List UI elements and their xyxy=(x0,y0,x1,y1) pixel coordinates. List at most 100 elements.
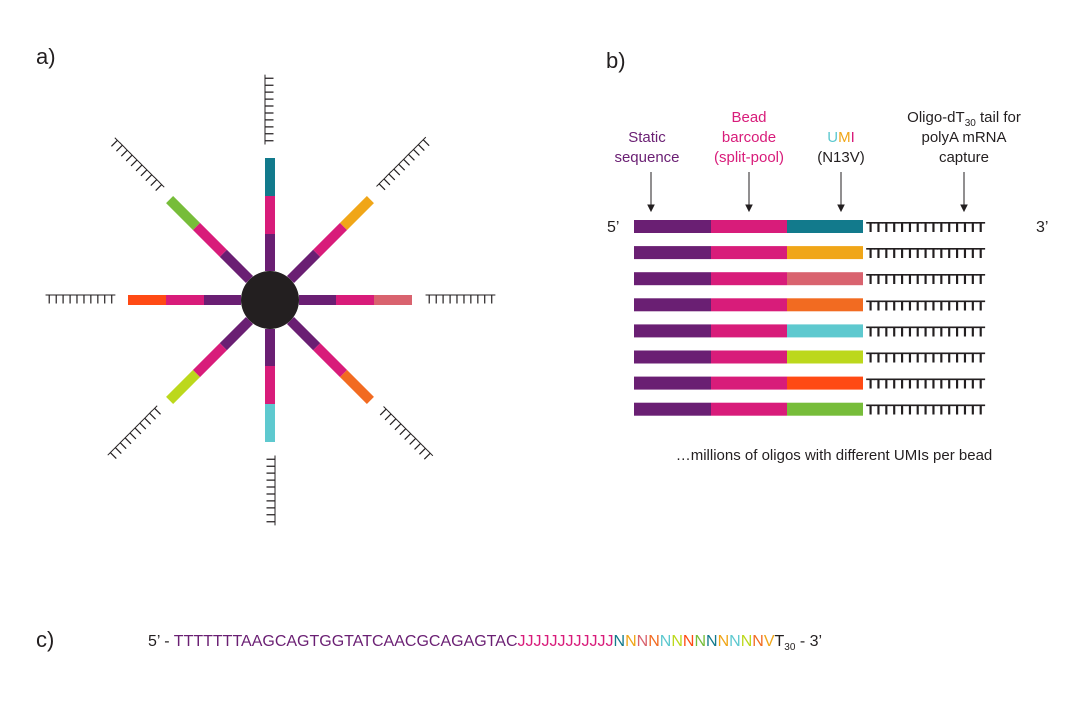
umi-letter: N xyxy=(671,633,683,650)
seq-static: TTTTTTTAAGCAGTGGTATCAACGCAGAGTAC xyxy=(174,633,518,650)
arm-polyt-tail: TTTTTTTTTT xyxy=(107,135,167,195)
row-barcode-segment xyxy=(711,350,787,364)
row-static-segment xyxy=(634,402,711,416)
umi-letter-m: M xyxy=(838,129,851,146)
arm-barcode-segment xyxy=(192,222,227,257)
umi-letter-u: U xyxy=(827,129,838,146)
header-barcode-line2: barcode xyxy=(722,129,776,146)
arrow-umi-head xyxy=(837,204,845,213)
header-oligo: Oligo-dT30 tail for polyA mRNA capture xyxy=(907,109,1021,166)
row-polyt-tail: TTTTTTTTTTTTTTT xyxy=(866,402,985,419)
row-static-segment xyxy=(634,350,711,364)
full-sequence: 5’ - TTTTTTTAAGCAGTGGTATCAACGCAGAGTACJJJ… xyxy=(148,633,822,653)
umi-letter: N xyxy=(741,633,753,650)
arm-polyt-tail: TTTTTTTTTT xyxy=(261,74,276,144)
arrow-static-head xyxy=(647,204,655,213)
arm-umi-segment xyxy=(340,370,374,404)
umi-letter: V xyxy=(764,633,775,650)
arm-static-segment xyxy=(219,316,254,351)
row-barcode-segment xyxy=(711,272,787,286)
header-static-line1: Static xyxy=(628,129,666,146)
oligo-row: TTTTTTTTTTTTTTT xyxy=(634,350,986,367)
header-barcode: Bead barcode (split-pool) xyxy=(714,109,784,166)
row-barcode-segment xyxy=(711,376,787,390)
oligo-rows: TTTTTTTTTTTTTTT TTTTTTTTTTTTTTT TTTTTTTTTT… xyxy=(634,219,986,419)
panel-c-label: c) xyxy=(36,627,54,652)
arm-umi-segment xyxy=(166,196,200,230)
oligo-row: TTTTTTTTTTTTTTT xyxy=(634,219,986,236)
arrow-barcode-head xyxy=(745,204,753,213)
oligo-arm: TTTTTTTTTT xyxy=(107,135,254,284)
arm-static-segment xyxy=(286,316,321,351)
row-barcode-segment xyxy=(711,220,787,233)
arm-polyt-tail: TTTTTTTTTT xyxy=(105,403,165,463)
row-barcode-segment xyxy=(711,324,787,338)
arm-barcode-segment xyxy=(192,343,227,378)
row-umi-segment xyxy=(787,376,863,390)
row-umi-segment xyxy=(787,350,863,364)
oligo-arm: TTTTTTTTTT xyxy=(299,291,497,306)
header-oligo-line3: capture xyxy=(939,149,989,166)
header-arrows xyxy=(647,172,968,213)
umi-letter: N xyxy=(648,633,660,650)
umi-letter: N xyxy=(660,633,672,650)
seq-prefix: 5’ - xyxy=(148,633,174,650)
seq-tail: T xyxy=(774,633,784,650)
umi-letter: N xyxy=(637,633,649,650)
header-umi-sub: (N13V) xyxy=(817,149,865,166)
row-polyt-tail: TTTTTTTTTTTTTTT xyxy=(866,219,985,236)
seq-suffix: - 3’ xyxy=(795,633,822,650)
header-barcode-line1: Bead xyxy=(731,109,766,126)
umi-letter: N xyxy=(625,633,637,650)
row-umi-segment xyxy=(787,220,863,233)
row-polyt-tail: TTTTTTTTTTTTTTT xyxy=(866,376,985,393)
umi-letter: N xyxy=(614,633,626,650)
oligo-prefix: Oligo-dT xyxy=(907,109,965,126)
row-umi-segment xyxy=(787,298,863,312)
bead xyxy=(241,271,299,329)
arm-umi-segment xyxy=(340,196,374,230)
arm-umi-segment xyxy=(166,370,200,404)
row-umi-segment xyxy=(787,272,863,286)
row-umi-segment xyxy=(787,246,863,260)
oligo-arm: TTTTTTTTTT xyxy=(264,329,279,526)
five-prime-label: 5’ xyxy=(607,219,619,236)
seq-tail-subscript: 30 xyxy=(784,642,796,653)
oligo-arm: TTTTTTTTTT xyxy=(286,316,436,464)
row-barcode-segment xyxy=(711,402,787,416)
arm-polyt-tail: TTTTTTTTTT xyxy=(45,291,115,306)
seq-barcode: JJJJJJJJJJJJ xyxy=(518,633,614,650)
row-barcode-segment xyxy=(711,298,787,312)
row-static-segment xyxy=(634,246,711,260)
row-polyt-tail: TTTTTTTTTTTTTTT xyxy=(866,271,985,288)
oligo-row: TTTTTTTTTTTTTTT xyxy=(634,245,986,262)
oligo-arm: TTTTTTTTTT xyxy=(261,74,276,271)
row-static-segment xyxy=(634,272,711,286)
row-umi-segment xyxy=(787,324,863,338)
arm-polyt-tail: TTTTTTTTTT xyxy=(425,291,495,306)
umi-letter: N xyxy=(729,633,741,650)
arm-static-segment xyxy=(286,249,321,284)
oligo-row: TTTTTTTTTTTTTTT xyxy=(634,323,986,340)
umi-letter: N xyxy=(694,633,706,650)
arm-polyt-tail: TTTTTTTTTT xyxy=(374,134,434,194)
oligo-arm: TTTTTTTTTT xyxy=(286,134,434,284)
umi-letter: N xyxy=(752,633,764,650)
arm-polyt-tail: TTTTTTTTTT xyxy=(264,455,279,525)
header-umi-word: UMI xyxy=(827,129,855,146)
millions-note: …millions of oligos with different UMIs … xyxy=(676,447,993,464)
row-polyt-tail: TTTTTTTTTTTTTTT xyxy=(866,323,985,340)
umi-letter: N xyxy=(706,633,718,650)
arm-polyt-tail: TTTTTTTTTT xyxy=(375,404,435,464)
arrow-oligo-head xyxy=(960,204,968,213)
oligo-row: TTTTTTTTTTTTTTT xyxy=(634,402,986,419)
header-barcode-line3: (split-pool) xyxy=(714,149,784,166)
oligo-row: TTTTTTTTTTTTTTT xyxy=(634,376,986,393)
row-static-segment xyxy=(634,324,711,338)
seq-umi: NNNNNNNNNNNNNV xyxy=(614,633,775,650)
row-static-segment xyxy=(634,376,711,390)
row-static-segment xyxy=(634,298,711,312)
oligo-subscript: 30 xyxy=(965,118,977,129)
oligo-suffix: tail for xyxy=(976,109,1021,126)
oligo-row: TTTTTTTTTTTTTTT xyxy=(634,271,986,288)
